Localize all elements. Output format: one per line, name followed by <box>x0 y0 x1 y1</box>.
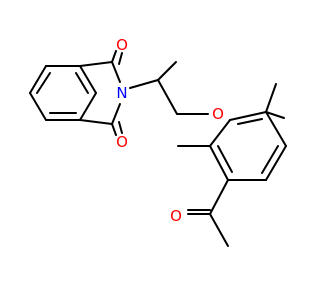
aryl-ring <box>209 111 287 181</box>
phthalimide-benzene-ring <box>29 65 97 121</box>
imide-carbonyl-top <box>111 50 123 65</box>
imide-carbonyl-bottom <box>111 121 123 136</box>
atom-oxygen-top: O <box>116 36 128 54</box>
structure-diagram: O N O O O <box>29 36 287 247</box>
atom-oxygen-bottom: O <box>116 133 128 151</box>
propyl-chain <box>129 61 209 115</box>
acetyl-group <box>187 179 229 247</box>
aryl-methyl-top <box>265 83 285 119</box>
molecule-drawing: O N O O O <box>29 36 287 247</box>
atom-oxygen-acetyl: O <box>170 207 182 225</box>
imide-ring <box>79 61 121 125</box>
atom-oxygen-ether: O <box>212 105 224 123</box>
atom-nitrogen: N <box>116 84 127 102</box>
